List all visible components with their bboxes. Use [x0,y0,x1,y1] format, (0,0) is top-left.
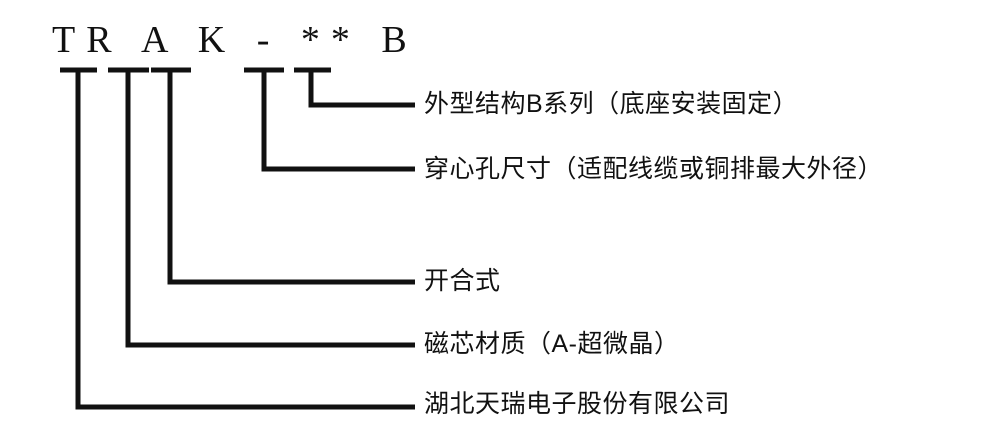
leader-split-core [167,70,415,285]
callout-company-label: 湖北天瑞电子股份有限公司 [424,390,731,418]
leader-core-material [125,70,415,348]
callout-split-core-label: 开合式 [424,267,501,295]
callout-core-material-label: 磁芯材质（A-超微晶） [424,330,680,358]
callout-outer-structure-label: 外型结构B系列（底座安装固定） [424,90,799,118]
callout-bore-size-label: 穿心孔尺寸（适配线缆或铜排最大外径） [424,155,884,183]
leader-bore-size [261,70,415,172]
leader-company [75,70,415,410]
leader-outer-structure [308,70,415,108]
model-code-title: TR A K - ** B [52,19,418,61]
